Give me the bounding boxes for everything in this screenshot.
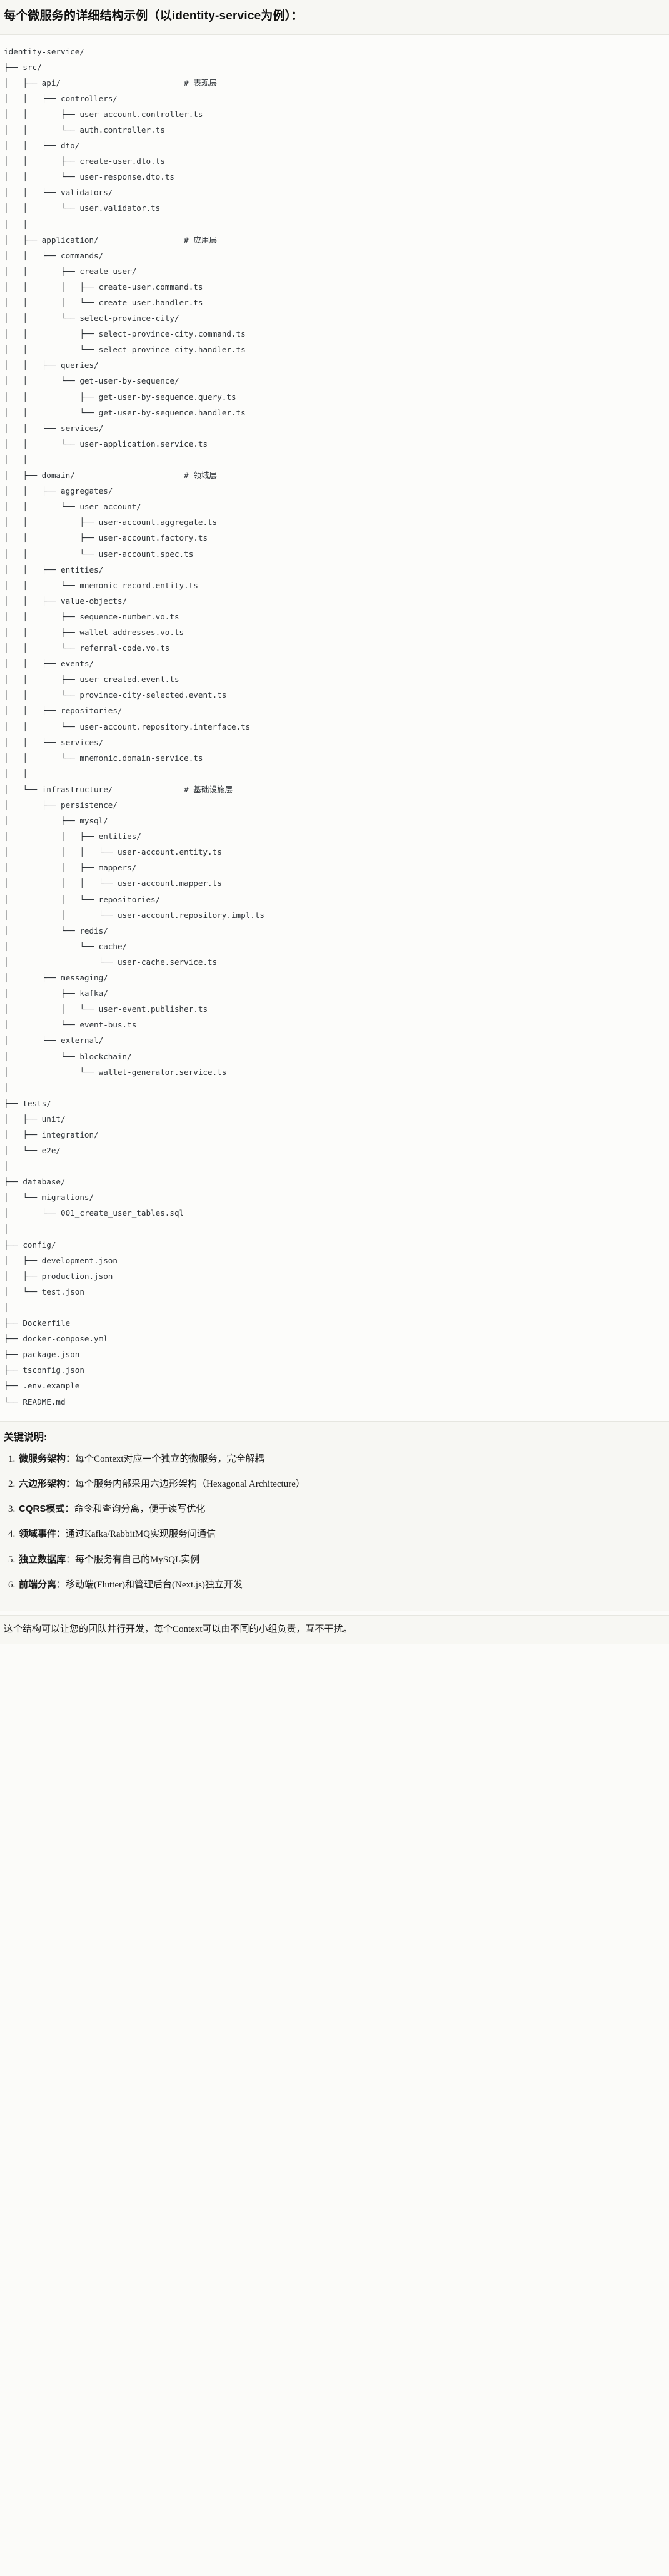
key-note-body: ：每个服务内部采用六边形架构（Hexagonal Architecture）: [66, 1479, 305, 1489]
key-note-item: CQRS模式：命令和查询分离，便于读写优化: [18, 1502, 663, 1517]
document-page: 每个微服务的详细结构示例（以identity-service为例）： ident…: [0, 0, 669, 1644]
key-note-item: 微服务架构：每个Context对应一个独立的微服务，完全解耦: [18, 1452, 663, 1467]
key-note-body: ：每个服务有自己的MySQL实例: [66, 1554, 200, 1565]
key-note-lead: 独立数据库: [19, 1554, 66, 1565]
key-note-body: ：通过Kafka/RabbitMQ实现服务间通信: [56, 1529, 216, 1540]
key-note-lead: 前端分离: [19, 1579, 57, 1590]
key-note-body: ：移动端(Flutter)和管理后台(Next.js)独立开发: [56, 1579, 243, 1590]
key-notes-title: 关键说明:: [4, 1432, 48, 1443]
key-note-lead: 领域事件: [19, 1529, 57, 1540]
key-notes-section: 关键说明: 微服务架构：每个Context对应一个独立的微服务，完全解耦六边形架…: [0, 1421, 669, 1612]
page-title: 每个微服务的详细结构示例（以identity-service为例）：: [0, 0, 669, 35]
key-note-lead: 六边形架构: [19, 1478, 66, 1489]
key-note-body: ：每个Context对应一个独立的微服务，完全解耦: [66, 1453, 264, 1464]
key-note-item: 六边形架构：每个服务内部采用六边形架构（Hexagonal Architectu…: [18, 1477, 663, 1492]
closing-paragraph: 这个结构可以让您的团队并行开发，每个Context可以由不同的小组负责，互不干扰…: [0, 1615, 669, 1645]
key-notes-list: 微服务架构：每个Context对应一个独立的微服务，完全解耦六边形架构：每个服务…: [4, 1452, 663, 1593]
directory-tree: identity-service/ ├── src/ │ ├── api/ # …: [4, 46, 265, 1407]
key-note-item: 独立数据库：每个服务有自己的MySQL实例: [18, 1552, 663, 1567]
key-note-item: 前端分离：移动端(Flutter)和管理后台(Next.js)独立开发: [18, 1577, 663, 1592]
directory-tree-block: identity-service/ ├── src/ │ ├── api/ # …: [0, 34, 669, 1422]
key-note-body: ：命令和查询分离，便于读写优化: [64, 1504, 206, 1515]
key-note-lead: CQRS模式: [19, 1504, 65, 1515]
key-note-lead: 微服务架构: [19, 1453, 66, 1464]
key-note-item: 领域事件：通过Kafka/RabbitMQ实现服务间通信: [18, 1527, 663, 1542]
